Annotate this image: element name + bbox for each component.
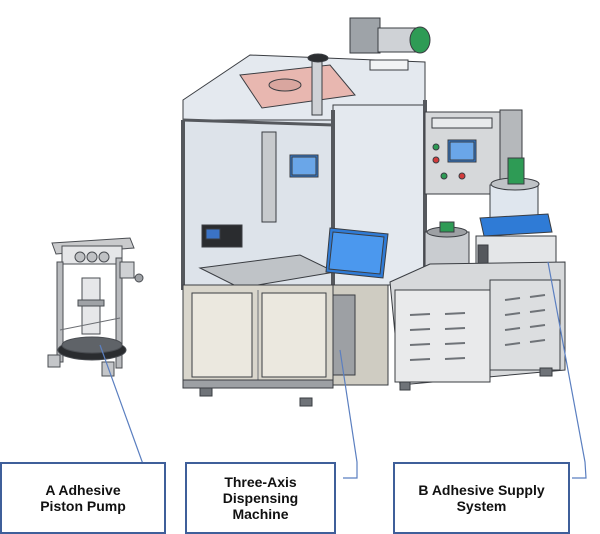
piston-pump-illustration xyxy=(47,237,144,377)
label-supply-system: B Adhesive Supply System xyxy=(393,462,570,534)
label-dispensing-machine: Three-Axis Dispensing Machine xyxy=(185,462,336,534)
label-piston-pump: A Adhesive Piston Pump xyxy=(0,462,166,534)
leader-line-supply-system xyxy=(547,261,587,479)
supply-system-illustration xyxy=(389,109,566,391)
dispensing-machine-illustration xyxy=(181,17,431,407)
leader-line-dispensing-machine xyxy=(339,349,358,479)
